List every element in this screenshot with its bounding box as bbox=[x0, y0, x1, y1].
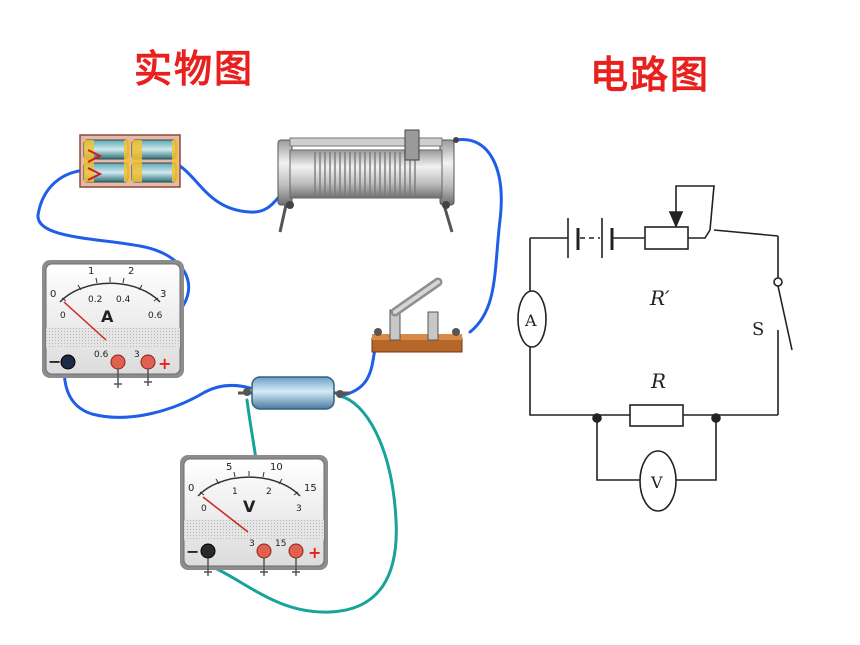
schematic-resistor bbox=[629, 404, 684, 427]
ammeter-top-0: 0 bbox=[50, 289, 56, 300]
voltmeter-plus-label: + bbox=[308, 543, 321, 562]
ammeter-bottom-0: 0 bbox=[60, 311, 66, 321]
voltmeter-bottom-0: 0 bbox=[201, 504, 207, 514]
ammeter-terminal-minus[interactable] bbox=[60, 354, 76, 370]
voltmeter-terminal-3[interactable] bbox=[256, 543, 272, 559]
schematic-ammeter bbox=[517, 290, 547, 348]
schematic-battery bbox=[567, 218, 614, 258]
schematic-ammeter-label: A bbox=[524, 311, 537, 330]
title-physical-diagram: 实物图 bbox=[134, 47, 255, 91]
schematic-resistor-label: R bbox=[650, 369, 666, 393]
schematic-rheostat bbox=[644, 226, 689, 250]
schematic-rheostat-label: R′ bbox=[649, 286, 670, 310]
voltmeter-minus-label: − bbox=[186, 542, 199, 561]
ammeter[interactable]: 0 1 2 3 0 0.2 0.4 0.6 A − 0.6 3 + bbox=[42, 260, 184, 388]
resistor[interactable] bbox=[238, 376, 350, 410]
schematic-voltmeter bbox=[639, 450, 677, 512]
voltmeter-top-0: 0 bbox=[188, 483, 194, 494]
voltmeter-needle bbox=[202, 496, 249, 533]
ammeter-bottom-02: 0.2 bbox=[88, 295, 102, 305]
battery-pack[interactable] bbox=[79, 134, 181, 188]
voltmeter-bottom-3: 3 bbox=[296, 504, 302, 514]
wire-battery-to-rheostat bbox=[178, 164, 280, 214]
ammeter-top-3: 3 bbox=[160, 289, 166, 300]
rheostat[interactable] bbox=[277, 129, 459, 233]
title-circuit-diagram: 电路图 bbox=[590, 53, 711, 97]
ammeter-terminal-3[interactable] bbox=[140, 354, 156, 370]
knife-switch[interactable] bbox=[371, 277, 463, 353]
ammeter-needle bbox=[63, 301, 107, 341]
schematic-switch-label: S bbox=[752, 319, 764, 340]
voltmeter-symbol: V bbox=[243, 497, 256, 516]
rheostat-slider[interactable] bbox=[404, 129, 420, 161]
ammeter-top-2: 2 bbox=[128, 266, 134, 277]
voltmeter-terminal-3-label: 3 bbox=[249, 539, 255, 549]
voltmeter-terminal-minus[interactable] bbox=[200, 543, 216, 559]
ammeter-terminal-06[interactable] bbox=[110, 354, 126, 370]
ammeter-minus-label: − bbox=[48, 352, 61, 371]
ammeter-bottom-06: 0.6 bbox=[148, 311, 163, 321]
voltmeter-top-15: 15 bbox=[304, 483, 317, 494]
voltmeter-bottom-2: 2 bbox=[266, 487, 272, 497]
ammeter-top-1: 1 bbox=[88, 266, 94, 277]
voltmeter-terminal-15[interactable] bbox=[288, 543, 304, 559]
voltmeter-terminal-15-label: 15 bbox=[275, 539, 286, 549]
ammeter-bottom-04: 0.4 bbox=[116, 295, 131, 305]
circuit-schematic bbox=[517, 185, 793, 512]
wire-ammeter-to-resistor bbox=[63, 360, 252, 419]
ammeter-terminal-3-label: 3 bbox=[134, 350, 140, 360]
rheostat-coil bbox=[314, 152, 416, 196]
voltmeter[interactable]: 0 5 10 15 0 1 2 3 V − 3 15 + bbox=[180, 455, 328, 576]
voltmeter-bottom-1: 1 bbox=[232, 487, 238, 497]
ammeter-terminal-06-label: 0.6 bbox=[94, 350, 109, 360]
ammeter-symbol: A bbox=[101, 307, 114, 326]
schematic-voltmeter-label: V bbox=[650, 473, 663, 492]
voltmeter-top-5: 5 bbox=[226, 462, 232, 473]
voltmeter-top-10: 10 bbox=[270, 462, 283, 473]
ammeter-plus-label: + bbox=[158, 354, 171, 373]
wire-rheostat-to-switch bbox=[454, 138, 503, 334]
